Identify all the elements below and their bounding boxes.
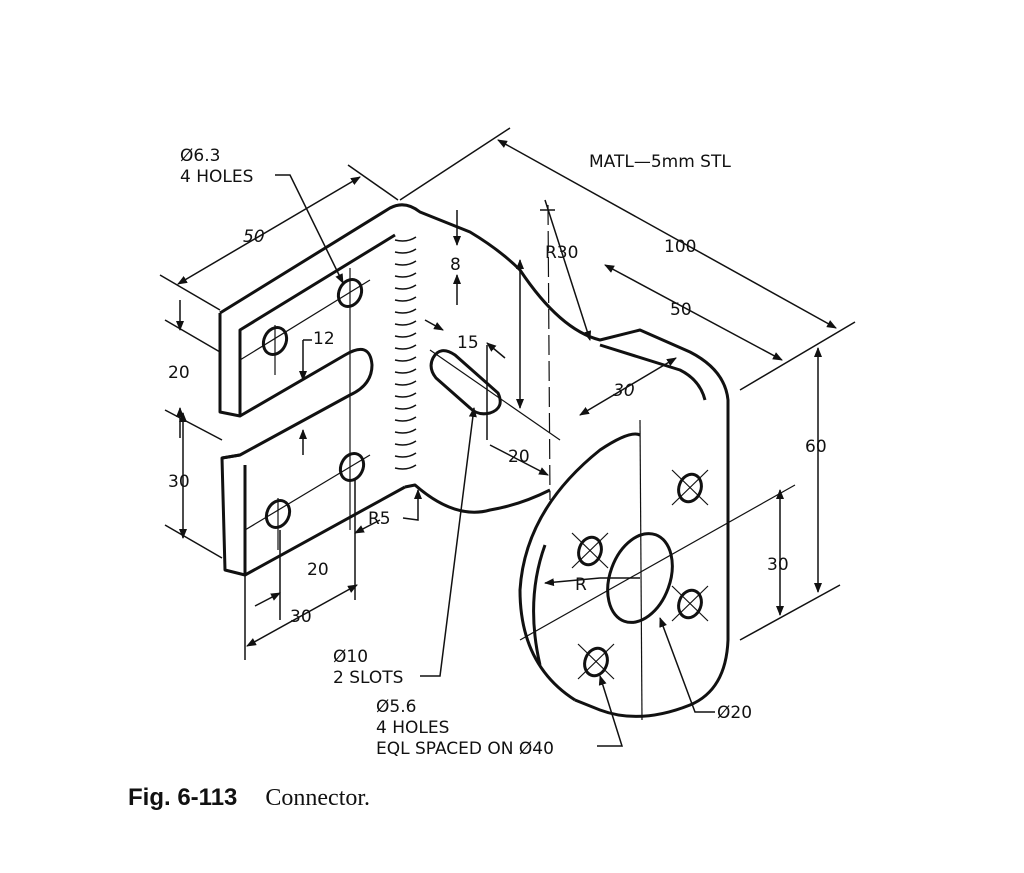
dimension-labels: MATL—5mm STL Ø6.3 4 HOLES 100 50 50 60 3… [168, 146, 827, 759]
dim-30-left: 30 [168, 472, 190, 492]
bend-hatching [394, 236, 417, 470]
dim-100: 100 [664, 237, 696, 257]
prong-holes [261, 277, 502, 530]
dim-r: R [575, 575, 587, 595]
dim-20-left: 20 [168, 363, 190, 383]
center-lines [239, 204, 796, 721]
dim-15: 15 [457, 333, 479, 353]
figure-title: Connector. [265, 785, 371, 811]
part-outline [218, 203, 730, 718]
holes-top-count: 4 HOLES [180, 167, 253, 187]
dim-60: 60 [805, 437, 827, 457]
holes-bottom-count: 4 HOLES [376, 718, 449, 738]
flange-edge [518, 432, 641, 702]
dim-20-slot: 20 [508, 447, 530, 467]
dim-r5: R5 [368, 509, 391, 529]
dim-30-right: 30 [767, 555, 789, 575]
figure-caption: Fig. 6-113 Connector. [128, 784, 370, 812]
dimension-lines [159, 127, 856, 747]
dim-12: 12 [313, 329, 335, 349]
bore-dia: Ø20 [717, 703, 752, 723]
material-note: MATL—5mm STL [589, 152, 731, 172]
dim-30-bottom: 30 [290, 607, 312, 627]
dim-50-right: 50 [670, 300, 692, 320]
holes-bottom-dia: Ø5.6 [376, 697, 416, 717]
dim-20-bottom: 20 [307, 560, 329, 580]
bore [606, 532, 674, 624]
dim-r30: R30 [545, 243, 578, 263]
holes-bottom-spacing: EQL SPACED ON Ø40 [376, 739, 554, 759]
slot [429, 349, 502, 416]
holes-top-dia: Ø6.3 [180, 146, 220, 166]
dim-50-top: 50 [243, 227, 265, 247]
dim-8: 8 [450, 255, 461, 275]
slots-count: 2 SLOTS [333, 668, 403, 688]
flange-holes [577, 472, 703, 678]
slots-dia: Ø10 [333, 647, 368, 667]
figure-number: Fig. 6-113 [128, 784, 238, 811]
upper-prong [219, 203, 730, 718]
dim-30-slot: 30 [613, 381, 635, 401]
